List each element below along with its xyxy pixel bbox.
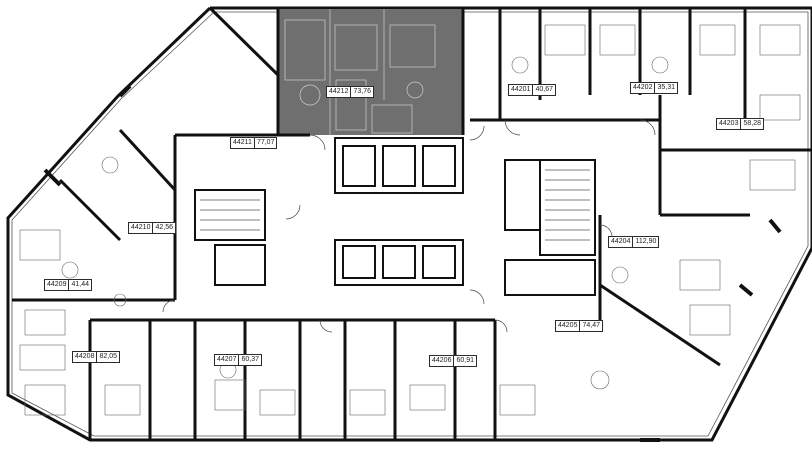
furniture xyxy=(19,24,801,416)
unit-area: 74,47 xyxy=(582,322,600,329)
unit-area: 77,07 xyxy=(256,139,275,146)
unit-area: 82,05 xyxy=(99,353,117,360)
door-swings xyxy=(162,119,656,333)
core-elevators xyxy=(194,137,596,296)
unit-label-44206[interactable]: 44206 60,91 xyxy=(429,355,477,367)
unit-area: 35,31 xyxy=(657,84,675,91)
unit-number: 44201 xyxy=(509,85,534,95)
selected-unit-44212-fill[interactable] xyxy=(278,9,463,135)
unit-area: 42,56 xyxy=(155,224,173,231)
unit-number: 44205 xyxy=(556,321,581,331)
unit-number: 44207 xyxy=(215,355,240,365)
stair-treads xyxy=(200,169,590,241)
unit-label-44208[interactable]: 44208 82,05 xyxy=(72,351,120,363)
unit-number: 44212 xyxy=(327,87,352,97)
unit-label-44201[interactable]: 44201 40,67 xyxy=(508,84,556,96)
unit-label-44211[interactable]: 44211 77,07 xyxy=(230,137,278,149)
unit-label-44207[interactable]: 44207 60,37 xyxy=(214,354,262,366)
outline-double xyxy=(11,11,809,437)
unit-area: 60,91 xyxy=(456,357,474,364)
unit-area: 58,28 xyxy=(743,120,761,127)
unit-area: 41,44 xyxy=(71,281,89,288)
unit-number: 44206 xyxy=(430,356,455,366)
building-outline xyxy=(6,6,812,442)
window-marks xyxy=(43,84,782,442)
unit-label-44209[interactable]: 44209 41,44 xyxy=(44,279,92,291)
unit-number: 44208 xyxy=(73,352,98,362)
unit-label-44203[interactable]: 44203 58,28 xyxy=(716,118,764,130)
unit-area: 112,90 xyxy=(635,238,657,245)
unit-number: 44203 xyxy=(717,119,742,129)
unit-area: 40,67 xyxy=(535,86,553,93)
unit-label-44204[interactable]: 44204 112,90 xyxy=(608,236,660,248)
unit-label-44205[interactable]: 44205 74,47 xyxy=(555,320,603,332)
unit-number: 44204 xyxy=(609,237,634,247)
unit-label-44210[interactable]: 44210 42,56 xyxy=(128,222,176,234)
unit-number: 44202 xyxy=(631,83,656,93)
unit-label-44212[interactable]: 44212 73,76 xyxy=(326,86,374,98)
unit-number: 44210 xyxy=(129,223,154,233)
interior-walls xyxy=(12,6,812,440)
unit-area: 73,76 xyxy=(353,88,371,95)
unit-area: 60,37 xyxy=(241,356,259,363)
unit-label-44202[interactable]: 44202 35,31 xyxy=(630,82,678,94)
unit-number: 44209 xyxy=(45,280,70,290)
unit-number: 44211 xyxy=(231,138,255,148)
